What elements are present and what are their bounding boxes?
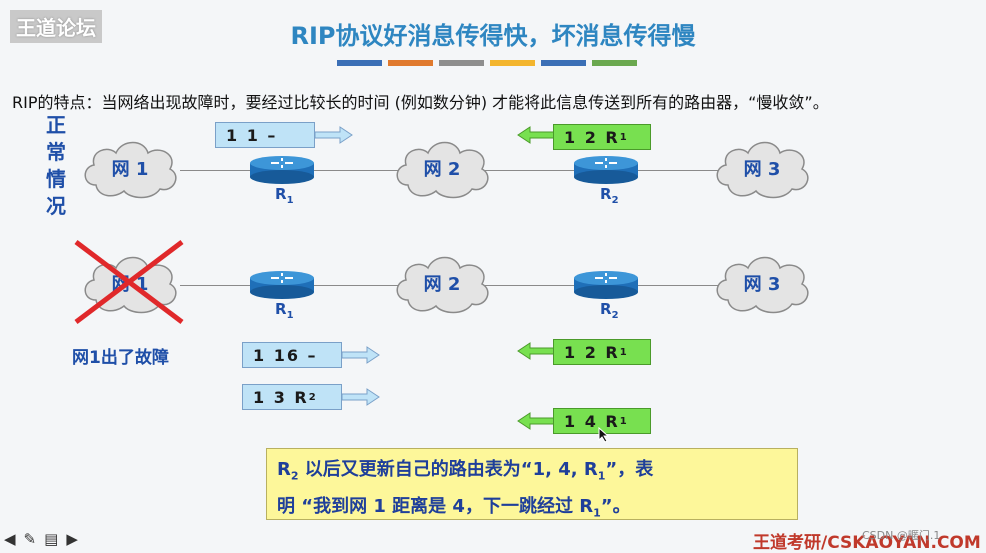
- cloud-label: 网 3: [743, 274, 781, 295]
- csdn-watermark: CSDN @暱门.1: [862, 529, 941, 542]
- route-box-bottom-r1-a: 1 16 –: [242, 342, 342, 368]
- cloud-icon: [84, 141, 177, 199]
- slide-toolbar: ◀ ✎ ▤ ▶: [0, 528, 124, 549]
- arrow-right-icon: [341, 346, 380, 364]
- arrow-left-icon: [517, 342, 556, 360]
- cloud-top-net3: 网 3: [710, 133, 814, 203]
- cloud-bottom-net2: 网 2: [390, 248, 494, 318]
- arrow-right-icon[interactable]: ▶: [66, 529, 78, 548]
- note-line-2: 明 “我到网 1 距离是 4，下一跳经过 R1”。: [277, 495, 631, 520]
- cloud-label: 网 2: [423, 274, 461, 295]
- menu-icon[interactable]: ▤: [44, 529, 59, 548]
- arrow-left-icon[interactable]: ◀: [4, 529, 16, 548]
- title-color-bar: [337, 60, 382, 66]
- cloud-top-net2: 网 2: [390, 133, 494, 203]
- explanation-note: R2 以后又更新自己的路由表为“1, 4, R1”，表 明 “我到网 1 距离是…: [266, 448, 798, 520]
- router-icon-bottom-r1: [249, 270, 315, 300]
- router-icon-bottom-r2: [573, 270, 639, 300]
- title-color-bar: [388, 60, 433, 66]
- arrow-right-icon: [314, 126, 353, 144]
- router-icon-top-r2: [573, 155, 639, 185]
- footer-brand: 王道考研/CSKAOYAN.COM: [753, 533, 981, 553]
- router-label-bottom-r2: R2: [600, 300, 619, 321]
- cloud-icon: [716, 256, 809, 314]
- cloud-icon: [716, 141, 809, 199]
- cloud-label: 网 3: [743, 159, 781, 180]
- mouse-cursor-icon: [598, 427, 610, 443]
- cloud-icon: [396, 256, 489, 314]
- router-label-bottom-r1: R1: [275, 300, 294, 321]
- arrow-right-icon: [341, 388, 380, 406]
- title-color-bar: [439, 60, 484, 66]
- router-label-top-r1: R1: [275, 185, 294, 206]
- router-icon-top-r1: [249, 155, 315, 185]
- fault-label: 网1出了故障: [72, 348, 169, 368]
- forum-logo: 王道论坛: [10, 10, 102, 43]
- title-color-bars: [337, 60, 637, 66]
- title-color-bar: [541, 60, 586, 66]
- slide-title: RIP协议好消息传得快，坏消息传得慢: [290, 22, 696, 50]
- title-color-bar: [592, 60, 637, 66]
- cloud-label: 网 1: [111, 159, 149, 180]
- pen-icon[interactable]: ✎: [23, 529, 37, 548]
- title-color-bar: [490, 60, 535, 66]
- cloud-top-net1: 网 1: [78, 133, 182, 203]
- cloud-icon: [396, 141, 489, 199]
- fault-cross-icon: [74, 240, 184, 324]
- route-box-top-r1: 1 1 –: [215, 122, 315, 148]
- cloud-label: 网 2: [423, 159, 461, 180]
- arrow-left-icon: [517, 126, 556, 144]
- cloud-bottom-net3: 网 3: [710, 248, 814, 318]
- intro-text: RIP的特点：当网络出现故障时，要经过比较长的时间 (例如数分钟) 才能将此信息…: [12, 93, 829, 112]
- note-line-1: R2 以后又更新自己的路由表为“1, 4, R1”，表: [277, 459, 654, 483]
- normal-case-label: 正常情况: [46, 113, 66, 218]
- arrow-left-icon: [517, 412, 556, 430]
- router-label-top-r2: R2: [600, 185, 619, 206]
